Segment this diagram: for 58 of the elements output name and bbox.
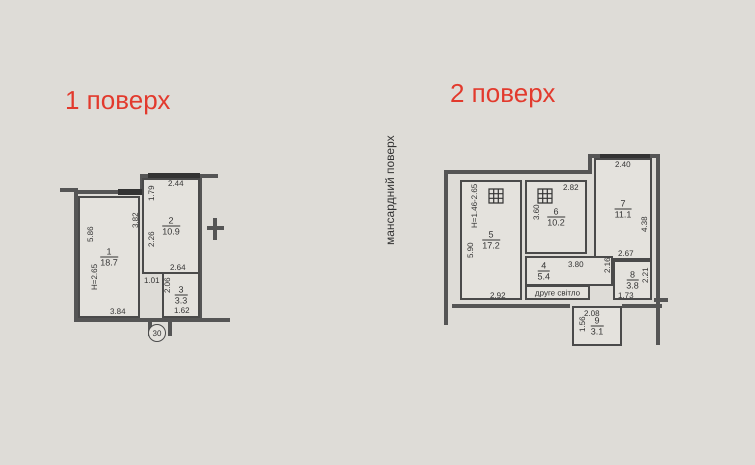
- room: [78, 196, 140, 318]
- room-number: 8: [630, 270, 635, 280]
- dimension-value: 2.08: [584, 309, 600, 318]
- room-note: друге світло: [534, 288, 580, 297]
- floor-note: мансардний поверх: [383, 135, 397, 245]
- room-number: 1: [106, 246, 112, 256]
- dimension-value: 3.80: [568, 260, 584, 269]
- room: [572, 306, 622, 346]
- room-number: 6: [553, 206, 558, 216]
- dimension-value: 2.67: [618, 249, 634, 258]
- dimension-value: 2.16: [603, 257, 612, 273]
- dimension-value: 5.90: [466, 242, 475, 258]
- room-number: 3: [178, 284, 184, 294]
- floor-title: 2 поверх: [450, 78, 556, 108]
- dimension-value: 2.64: [170, 263, 186, 272]
- dimension-value: 5.86: [86, 226, 95, 242]
- dimension-value: 3.82: [131, 212, 140, 228]
- room: [525, 180, 587, 254]
- room-area: 10.2: [547, 216, 565, 228]
- room: [142, 178, 200, 274]
- room-area: 3.8: [626, 280, 639, 290]
- room: [525, 285, 590, 300]
- dimension-value: 2.21: [641, 267, 650, 283]
- dimension-value: 1.73: [618, 291, 634, 300]
- room-number: 2: [168, 216, 174, 226]
- room-area: 17.2: [482, 240, 500, 250]
- dimension-value: H=1.46-2.65: [470, 184, 479, 228]
- dimension-value: 1.62: [174, 306, 190, 315]
- room-area: 11.1: [614, 208, 632, 220]
- room-area: 3.3: [174, 294, 188, 306]
- room-area: 5.4: [538, 270, 550, 282]
- dimension-value: H=2.65: [90, 264, 99, 290]
- room-number: 4: [541, 260, 546, 270]
- floor-title: 1 поверх: [65, 85, 170, 115]
- room-area: 10.9: [162, 226, 180, 236]
- dimension-value: 1.01: [144, 276, 160, 285]
- dimension-value: 2.40: [615, 160, 631, 169]
- room: [613, 260, 652, 300]
- room-area: 18.7: [100, 256, 118, 268]
- dimension-value: 2.06: [163, 277, 172, 293]
- dimension-value: 1.56: [578, 316, 587, 332]
- dimension-value: 2.82: [563, 183, 579, 192]
- room-number: 7: [620, 198, 626, 208]
- dimension-value: 1.79: [147, 185, 156, 201]
- room-area: 3.1: [590, 326, 604, 336]
- room-number: 9: [594, 316, 600, 326]
- dimension-value: 4.38: [640, 216, 649, 232]
- room: [460, 180, 522, 300]
- marker-circle: [148, 324, 166, 342]
- dimension-value: 2.26: [147, 231, 156, 247]
- room: [162, 272, 200, 318]
- marker-number: 30: [152, 328, 162, 338]
- dimension-value: 3.84: [110, 307, 126, 316]
- room: [525, 256, 613, 286]
- room-number: 5: [488, 230, 494, 240]
- dimension-value: 3.60: [532, 204, 541, 220]
- dimension-value: 2.44: [168, 179, 184, 188]
- dimension-value: 2.92: [490, 291, 506, 300]
